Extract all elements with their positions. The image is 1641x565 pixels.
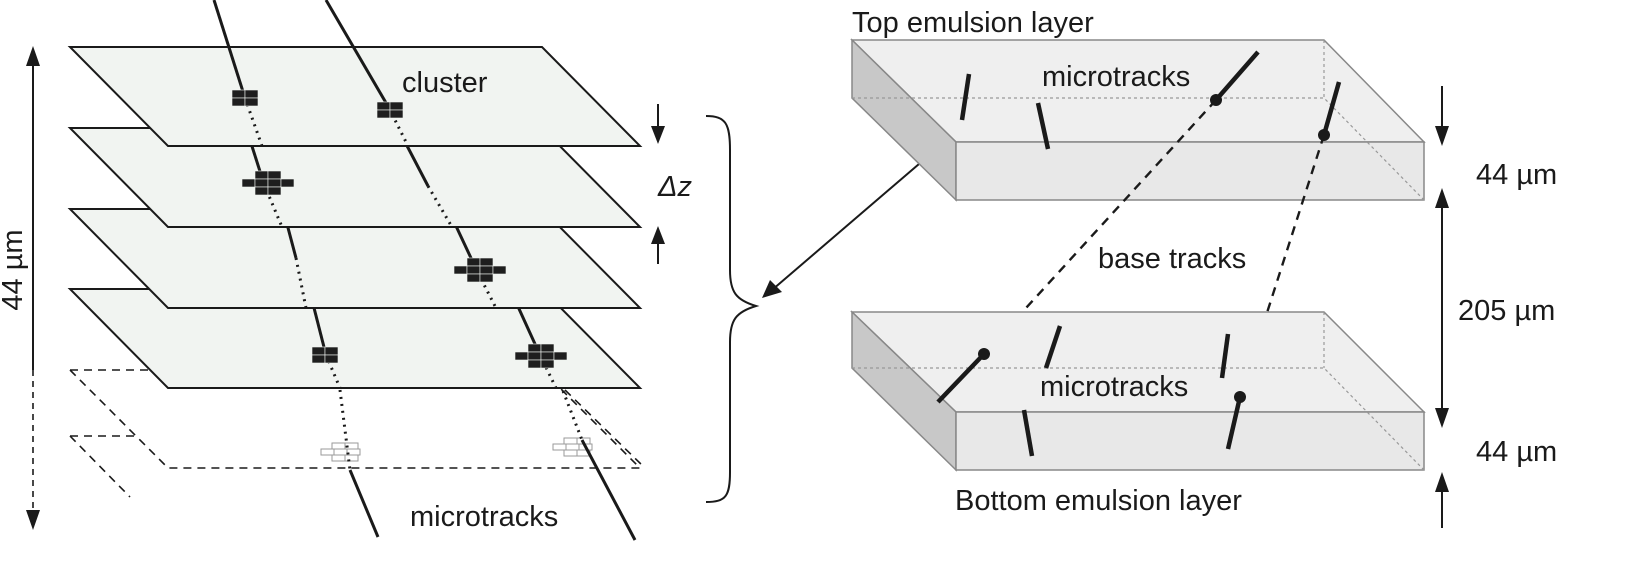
base-thickness-label: 205 µm: [1458, 295, 1555, 327]
cluster-left-1: [231, 89, 259, 107]
bottom-thickness-label: 44 µm: [1476, 436, 1557, 468]
track-left-seg-4: [310, 299, 328, 356]
cluster-left-4: [311, 346, 339, 364]
bottom-microtrack-5: [1021, 409, 1035, 457]
left-panel: 44 µm: [0, 0, 760, 541]
top-microtracks-label: microtracks: [1042, 61, 1190, 93]
top-track-point-left: [1210, 94, 1222, 106]
empty-plane-upper: [69, 369, 646, 469]
top-microtrack-1: [959, 73, 972, 121]
base-tracks-label: base tracks: [1098, 243, 1246, 275]
cluster-label: cluster: [402, 67, 488, 99]
cluster-right-1: [376, 101, 404, 119]
bottom-track-point-left: [978, 348, 990, 360]
bottom-emulsion-box: [850, 310, 1426, 472]
top-microtrack-2: [1035, 102, 1051, 150]
dz-arrows: [651, 104, 665, 264]
ghost-cluster-left: [320, 442, 361, 462]
track-right-gap-2: [426, 185, 454, 228]
bottom-microtrack-2: [1043, 325, 1063, 369]
bottom-thickness-arrow: [1435, 472, 1449, 528]
bottom-microtracks-label: microtracks: [1040, 371, 1188, 403]
base-thickness-arrow: [1435, 188, 1449, 428]
bottom-track-point-right: [1234, 391, 1246, 403]
bottom-layer-label: Bottom emulsion layer: [955, 485, 1242, 517]
top-track-point-right: [1318, 129, 1330, 141]
right-panel: Top emulsion layer microtracks: [850, 7, 1557, 528]
track-left-bottom: [348, 469, 380, 538]
top-microtrack-3: [1214, 50, 1260, 102]
top-microtrack-4: [1321, 81, 1342, 136]
track-right-bottom: [580, 439, 637, 541]
dz-label: Δz: [657, 171, 692, 203]
track-left-top: [212, 0, 247, 99]
track-left-gap-3: [294, 257, 308, 309]
top-layer-label: Top emulsion layer: [852, 7, 1094, 39]
empty-plane-lower: [69, 435, 135, 498]
emulsion-plane-1: [67, 46, 643, 147]
group-brace: [705, 115, 760, 503]
top-thickness-arrow: [1435, 86, 1449, 146]
bottom-microtrack-3: [1219, 333, 1231, 379]
track-right-seg-2: [402, 139, 430, 187]
track-left-seg-3: [285, 223, 298, 259]
track-right-top: [324, 0, 391, 109]
thickness-label: 44 µm: [0, 229, 29, 310]
track-left-gap-4: [324, 354, 342, 389]
bottom-microtrack-1: [936, 352, 986, 404]
bottom-microtrack-4: [1225, 396, 1243, 450]
zoom-arrow: [762, 151, 934, 298]
top-thickness-label: 44 µm: [1476, 159, 1557, 191]
bottom-microtracks-label-left: microtracks: [410, 501, 558, 533]
thickness-arrow: [26, 46, 40, 530]
top-emulsion-box: [850, 38, 1426, 202]
